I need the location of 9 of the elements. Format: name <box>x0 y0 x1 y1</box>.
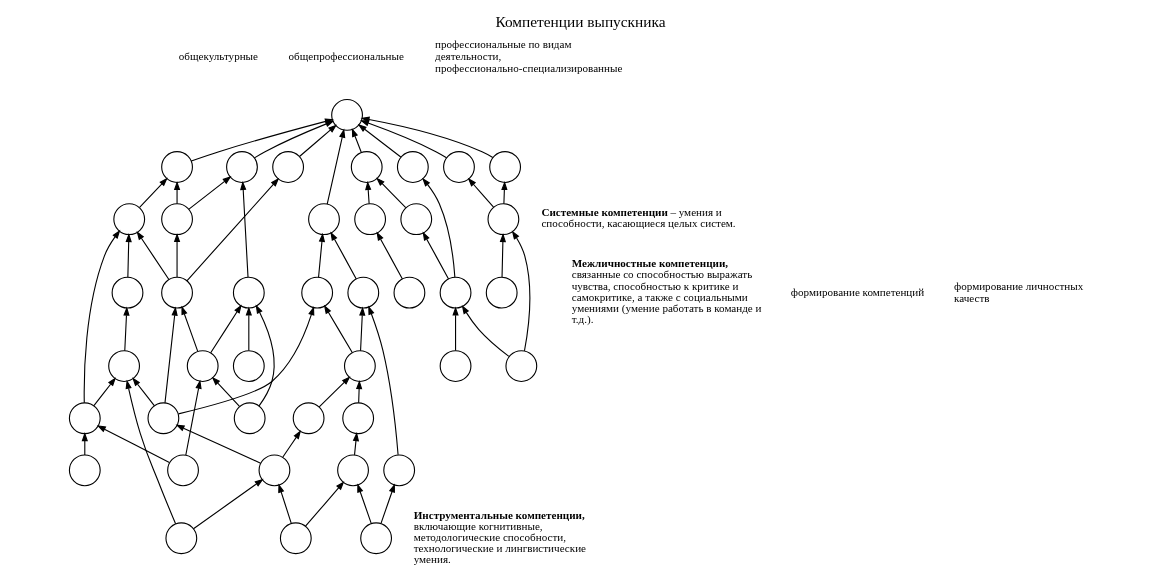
label: Системные компетенции – умения и способности, касающиеся целых систем. <box>540 206 736 230</box>
label: общекультурные <box>178 49 258 62</box>
label: общепрофессиональные <box>288 49 404 62</box>
label: формирование личностных качеств <box>953 279 1083 304</box>
label: профессиональные по видам деятельности, профессионально-специализированные <box>434 37 622 74</box>
label: формирование компетенций <box>790 285 924 298</box>
diagram-title: Компетенции выпускника <box>494 13 666 31</box>
label: Инструментальные компетенции, включающие когнитивные, методологические способности, технологические и лингвистические умения. <box>413 508 586 565</box>
label: Межличностные компетенции, связанные со способностью выражать чувства, способностью к критике и самокритике, а также с социальными умениями (умение работать в команде и т.д.). <box>571 257 761 325</box>
